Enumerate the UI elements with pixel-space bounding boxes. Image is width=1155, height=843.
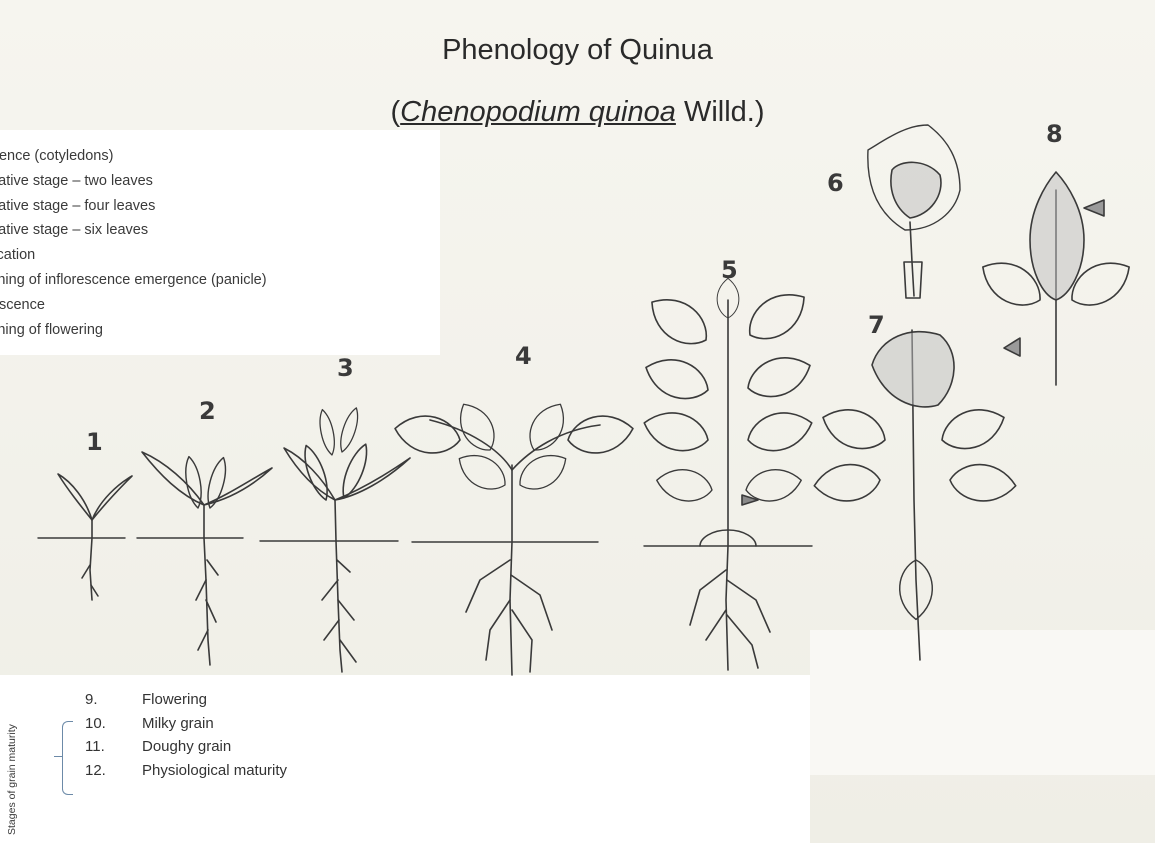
legend-bottom-row: 11.Doughy grain xyxy=(85,735,287,759)
grain-maturity-legend: 9.Flowering 10.Milky grain 11.Doughy gra… xyxy=(85,688,287,782)
stage-number-2: 2 xyxy=(199,397,216,425)
legend-bottom-label: Physiological maturity xyxy=(142,759,287,783)
legend-bottom-num: 12. xyxy=(85,759,142,783)
grain-maturity-bracket xyxy=(62,721,73,795)
stage-number-7: 7 xyxy=(868,311,885,339)
plant-stage-7 xyxy=(813,330,1018,660)
legend-bottom-num: 9. xyxy=(85,688,142,712)
stage-number-3: 3 xyxy=(337,354,354,382)
plant-stage-8 xyxy=(974,172,1138,385)
stage-number-6: 6 xyxy=(827,169,844,197)
legend-bottom-row: 10.Milky grain xyxy=(85,712,287,736)
legend-bottom-label: Doughy grain xyxy=(142,735,231,759)
grain-maturity-bracket-tick xyxy=(54,756,62,757)
plant-stage-4 xyxy=(392,397,636,675)
legend-bottom-num: 10. xyxy=(85,712,142,736)
plant-stage-3 xyxy=(284,406,410,672)
plant-stage-5 xyxy=(640,278,817,670)
stage-number-1: 1 xyxy=(86,428,103,456)
grain-maturity-axis-label: Stages of grain maturity xyxy=(6,724,18,835)
legend-bottom-label: Flowering xyxy=(142,688,207,712)
legend-bottom-num: 11. xyxy=(85,735,142,759)
stage-number-4: 4 xyxy=(515,342,532,370)
legend-bottom-label: Milky grain xyxy=(142,712,214,736)
ground-lines xyxy=(38,538,812,546)
legend-bottom-row: 12.Physiological maturity xyxy=(85,759,287,783)
plant-stage-2 xyxy=(142,452,272,665)
plant-stage-6 xyxy=(868,125,960,298)
stage-number-5: 5 xyxy=(721,256,738,284)
stage-number-8: 8 xyxy=(1046,120,1063,148)
legend-bottom-row: 9.Flowering xyxy=(85,688,287,712)
plant-stage-1 xyxy=(58,474,132,600)
